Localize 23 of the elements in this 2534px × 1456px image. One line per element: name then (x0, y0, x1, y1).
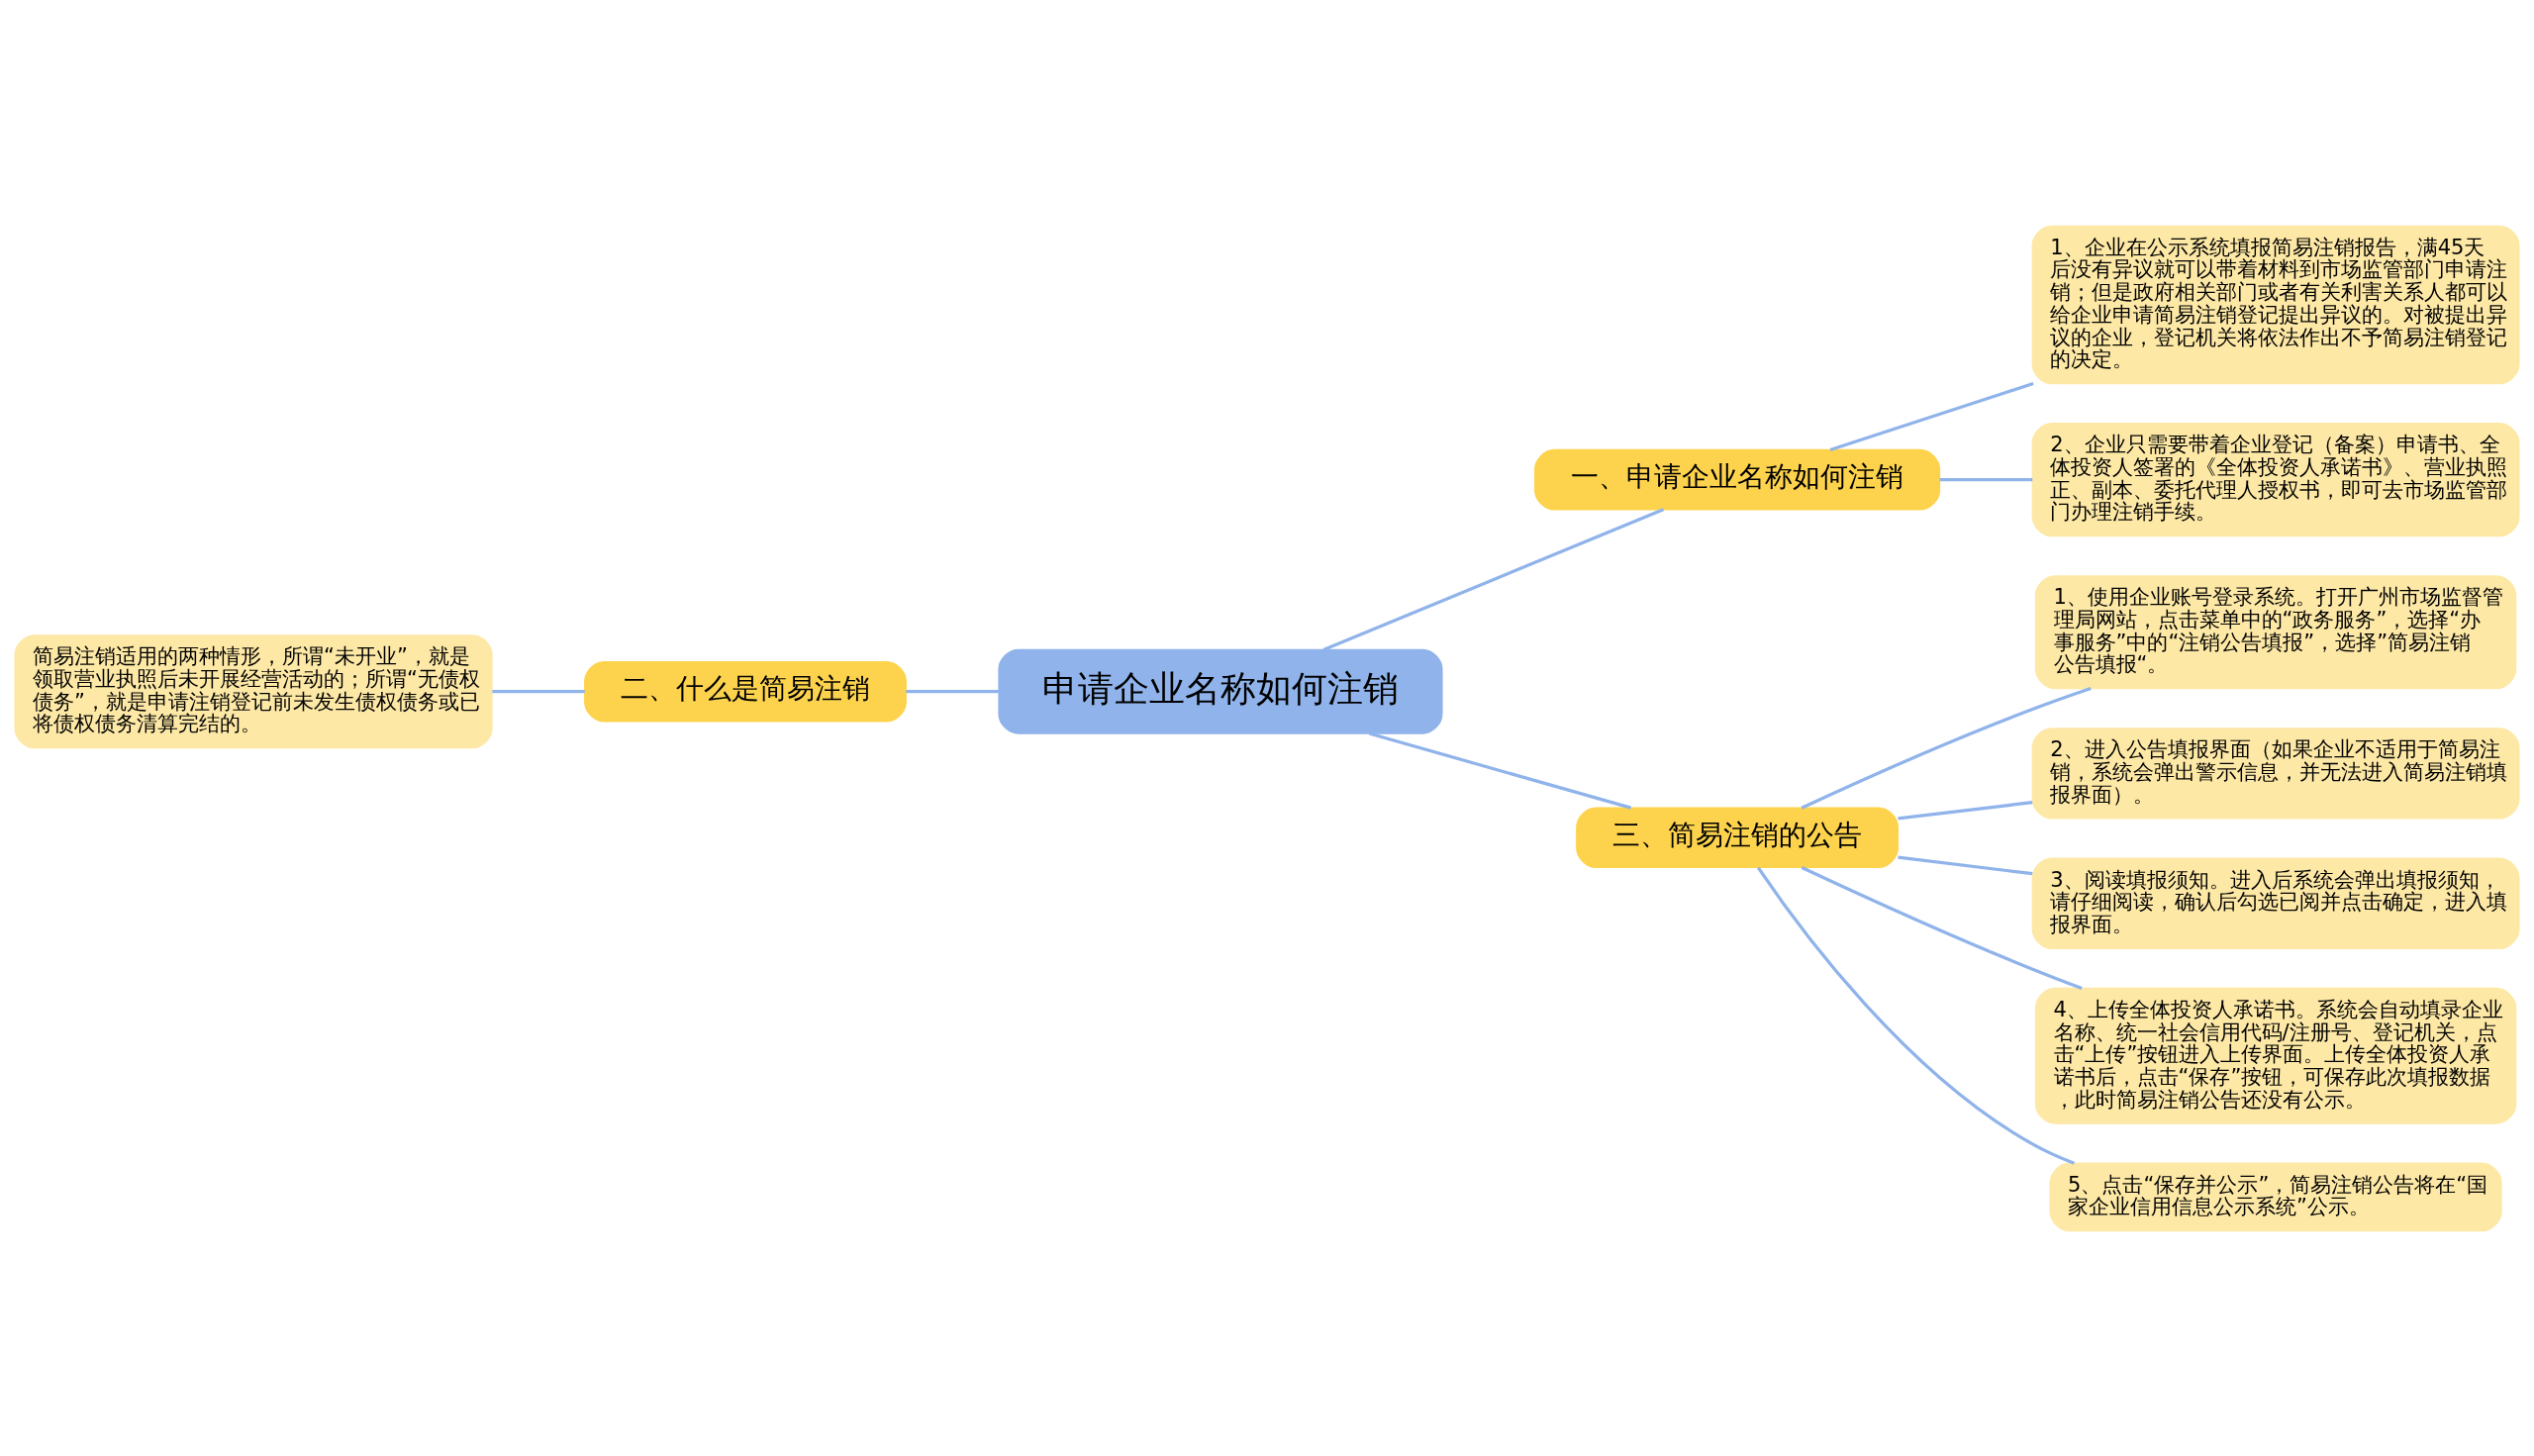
node-box: 3、阅读填报须知。进入后系统会弹出填报须知，请仔细阅读，确认后勾选已阅并点击确定，进入填报界面。 (2031, 857, 2520, 949)
connector (1801, 686, 2092, 810)
node-box: 一、申请企业名称如何注销 (1533, 448, 1941, 510)
node-box: 2、进入公告填报界面（如果企业不适用于简易注销，系统会弹出警示信息，并无法进入简易注销填报界面）。 (2031, 727, 2520, 820)
connector (492, 689, 585, 693)
connector (1898, 854, 2033, 875)
connector (1757, 866, 2076, 1165)
node-box: 申请企业名称如何注销 (998, 648, 1443, 734)
node-box: 1、企业在公示系统填报简易注销报告，满45天后没有异议就可以带着材料到市场监管部门申请注销；但是政府相关部门或者有关利害关系人都可以给企业申请简易注销登记提出异议的。对被提出异议的企业，登记机关将依法作出不予简易注销登记的决定。 (2031, 225, 2520, 384)
connector (1801, 865, 2083, 990)
connector (1939, 477, 2033, 481)
node-box: 2、企业只需要带着企业登记（备案）申请书、全体投资人签署的《全体投资人承诺书》、营业执照正、副本、委托代理人授权书，即可去市场监管部门办理注销手续。 (2031, 422, 2520, 536)
node-box: 4、上传全体投资人承诺书。系统会自动填录企业名称、统一社会信用代码/注册号、登记机关，点击“上传”按钮进入上传界面。上传全体投资人承诺书后，点击“保存”按钮，可保存此次填报数据，此时简易注销公告还没有公示。 (2034, 987, 2517, 1124)
connector (1368, 730, 1632, 810)
connector (906, 689, 1000, 693)
node-box: 5、点击“保存并公示”，简易注销公告将在“国家企业信用信息公示系统”公示。 (2049, 1162, 2502, 1231)
node-box: 二、什么是简易注销 (584, 660, 907, 722)
node-box: 1、使用企业账号登录系统。打开广州市场监督管理局网站，点击菜单中的“政务服务”，选择“办事服务”中的“注销公告填报”，选择”简易注销公告填报“。 (2034, 574, 2517, 689)
connector (1322, 507, 1665, 651)
connector (1829, 381, 2034, 451)
connector (1898, 800, 2033, 821)
node-box: 三、简易注销的公告 (1576, 806, 1900, 868)
node-box: 简易注销适用的两种情形，所谓“未开业”，就是领取营业执照后未开展经营活动的；所谓“无债权债务”，就是申请注销登记前未发生债权债务或已将债权债务清算完结的。 (14, 633, 493, 748)
